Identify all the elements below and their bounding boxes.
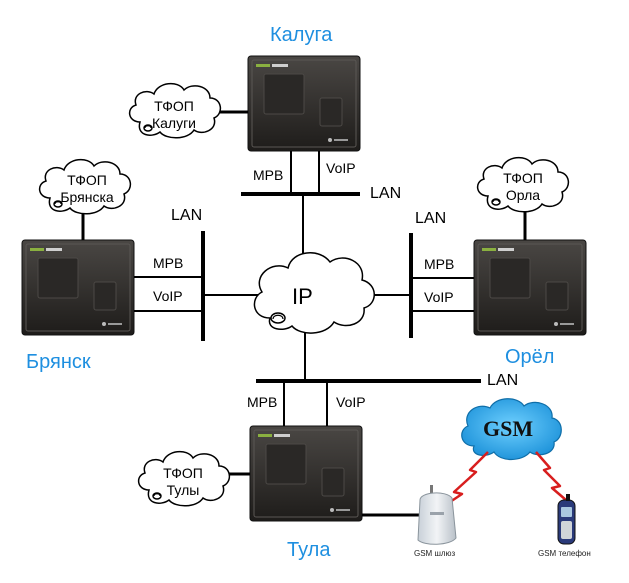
bryansk-lan-label: LAN: [171, 207, 203, 224]
city-label-kaluga: Калуга: [270, 24, 333, 46]
gsm-gateway-icon: [417, 485, 457, 545]
ip-cloud: [253, 252, 375, 334]
pstn-label-bryansk-line2: Брянска: [60, 189, 114, 205]
pstn-label-orel-line2: Орла: [505, 187, 541, 203]
pstn-label-tula-line1: ТФОП: [163, 465, 203, 481]
kaluga-lan-label: LAN: [370, 185, 402, 202]
city-label-tula: Тула: [287, 539, 331, 561]
bryansk-mrv-label: МРВ: [153, 255, 184, 271]
orel-lan-label: LAN: [415, 210, 447, 227]
bryansk-voip-label: VoIP: [153, 288, 183, 304]
pstn-label-kaluga-line2: Калуги: [151, 115, 197, 131]
lightning-to-gateway: [443, 451, 489, 508]
pstn-label-orel: ТФОП Орла: [493, 170, 553, 204]
pstn-label-orel-line1: ТФОП: [503, 170, 543, 186]
gsm-phone-label: GSM телефон: [538, 549, 591, 558]
tula-mrv-label: МРВ: [247, 394, 278, 410]
gsm-phone-icon: [557, 494, 576, 545]
city-label-bryansk: Брянск: [26, 351, 91, 373]
orel-mrv-label: МРВ: [424, 256, 455, 272]
pstn-label-bryansk: ТФОП Брянска: [55, 172, 119, 206]
ip-cloud-curl: [272, 314, 284, 320]
tula-voip-label: VoIP: [336, 394, 366, 410]
pstn-label-kaluga-line1: ТФОП: [154, 98, 194, 114]
gsm-cloud-label: GSM: [483, 416, 534, 441]
pbx-orel: [473, 239, 587, 336]
gsm-gateway-label: GSM шлюз: [414, 549, 456, 558]
lightning-to-phone: [535, 451, 567, 501]
kaluga-mrv-label: МРВ: [253, 167, 284, 183]
pstn-label-tula: ТФОП Тулы: [153, 465, 213, 499]
pbx-bryansk: [21, 239, 135, 336]
pbx-kaluga: [247, 55, 361, 152]
pbx-tula: [249, 425, 363, 522]
tula-lan-label: LAN: [487, 372, 519, 389]
kaluga-voip-label: VoIP: [326, 160, 356, 176]
pstn-label-kaluga: ТФОП Калуги: [144, 98, 204, 132]
orel-voip-label: VoIP: [424, 289, 454, 305]
pstn-label-bryansk-line1: ТФОП: [67, 172, 107, 188]
city-label-orel: Орёл: [505, 346, 555, 368]
ip-cloud-label: IP: [292, 284, 313, 309]
pstn-label-tula-line2: Тулы: [166, 482, 200, 498]
gsm-cloud: [461, 398, 562, 461]
